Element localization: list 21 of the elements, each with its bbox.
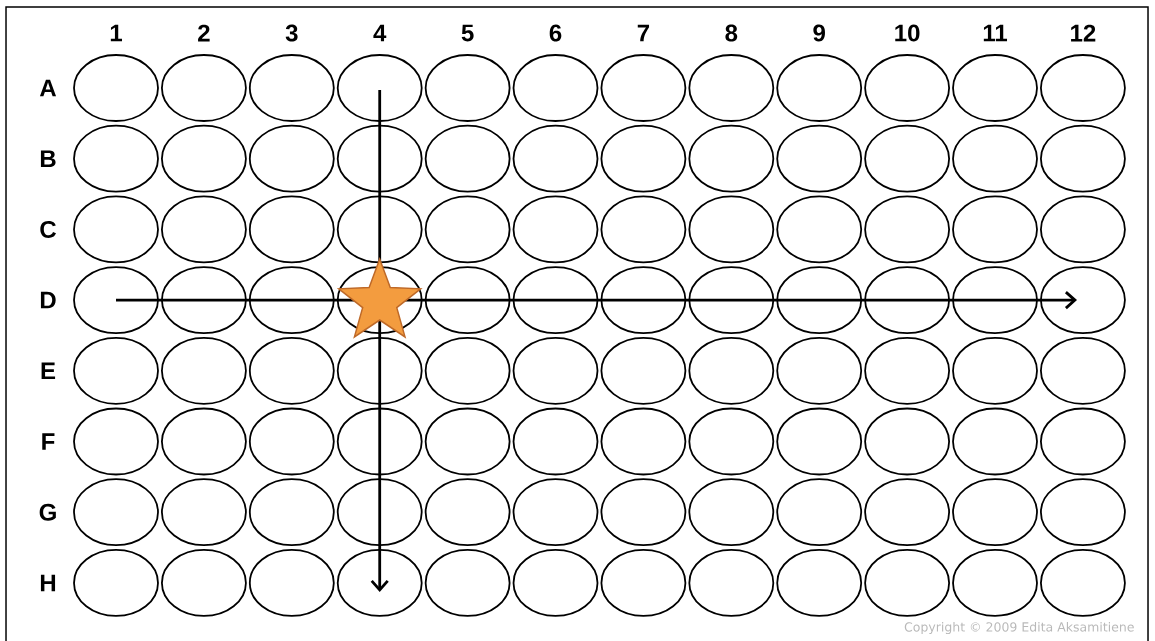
column-number: 12 [1071,24,1096,42]
column-number: 11 [983,24,1007,42]
column-number: 10 [895,24,920,42]
row-letter: A [39,79,57,97]
column-number: 9 [813,24,825,42]
column-number: 1 [110,24,122,42]
row-letter: D [40,291,56,309]
column-number: 6 [549,24,562,42]
copyright-note: Copyright © 2009 Edita Aksamitiene [904,621,1134,635]
column-number: 7 [637,24,650,42]
column-number: 3 [285,24,298,42]
column-number: 4 [373,24,387,42]
row-letter: H [40,574,56,592]
row-letter: B [40,150,56,167]
row-letter: C [40,220,56,238]
row-letter: F [42,433,55,450]
row-letter: G [39,503,56,521]
column-number: 2 [198,24,210,42]
column-number: 5 [461,24,474,42]
column-number: 8 [725,24,738,42]
row-letter: E [41,362,56,380]
